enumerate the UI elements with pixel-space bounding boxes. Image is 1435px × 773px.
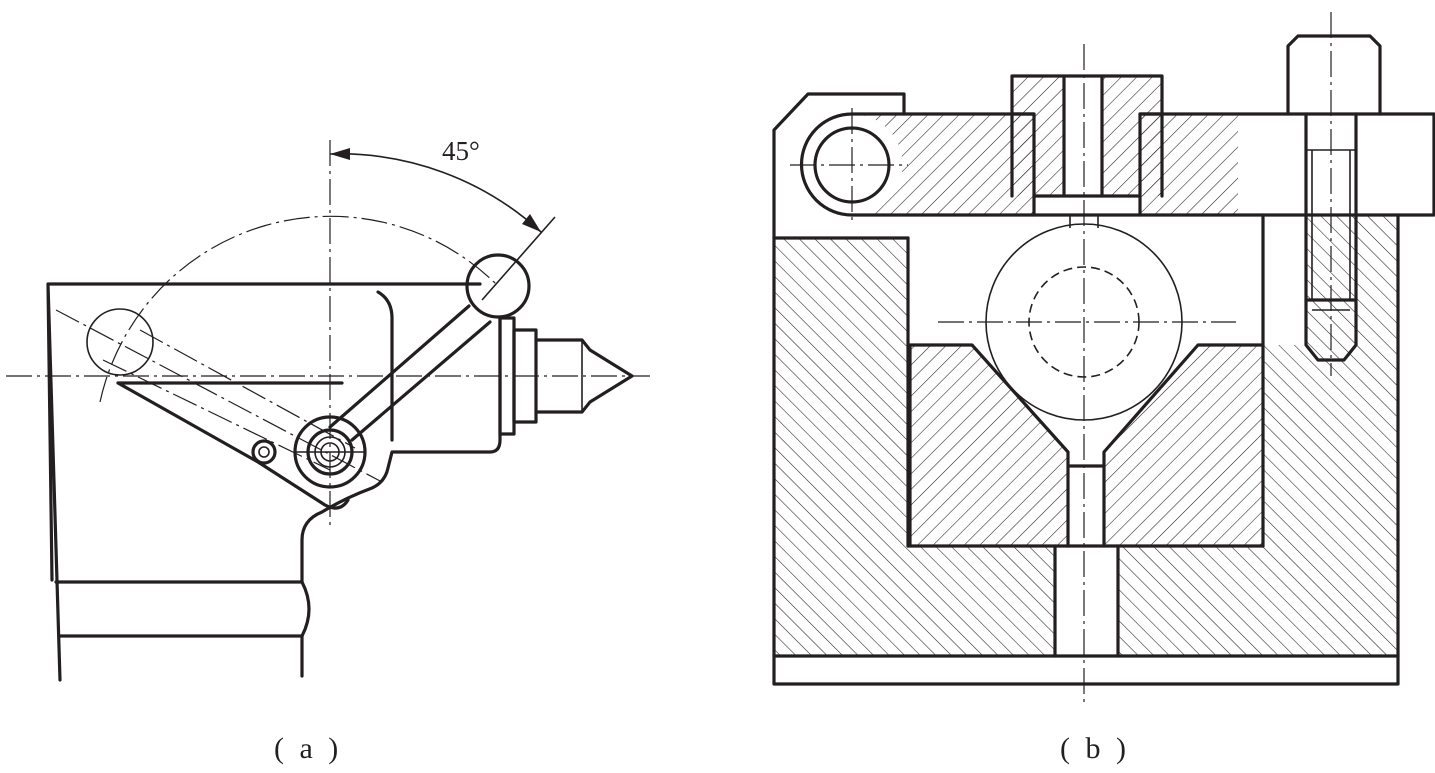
- lever-original-centerline: [55, 309, 383, 483]
- body-right-hatch: [1118, 215, 1398, 656]
- figure-b: ( b ): [772, 12, 1435, 765]
- body-outline: [772, 213, 1400, 686]
- lever-original-edge-2: [102, 359, 331, 471]
- knob-original-position: [86, 308, 154, 376]
- cap-screw-shank: [1304, 112, 1358, 362]
- nut-left-hatch: [1012, 76, 1064, 196]
- housing-right-contour: [300, 316, 502, 584]
- cap-screw-head: [1286, 34, 1382, 116]
- housing-inner-contour: [376, 290, 394, 442]
- guide-slot: [116, 381, 350, 510]
- vblock-left-hatch: [910, 345, 1068, 546]
- screw-hole-clear: [1264, 215, 1306, 345]
- lever-arm-edge-1: [328, 304, 471, 429]
- angle-arrow-left: [330, 148, 350, 160]
- pivot-outer: [293, 415, 367, 489]
- housing-outline: [46, 282, 482, 682]
- clamp-plate-left: [850, 112, 1036, 217]
- clamp-nut: [1010, 74, 1164, 198]
- caption-b: ( b ): [1060, 732, 1130, 765]
- lever-knob: [465, 253, 531, 319]
- housing-band-curve: [300, 580, 311, 638]
- lever-original-edge-1: [139, 329, 356, 449]
- nut-right-hatch: [1102, 76, 1162, 196]
- body-left-hatch: [774, 238, 1055, 656]
- angle-label: 45°: [442, 136, 480, 166]
- pin-outer: [251, 439, 277, 465]
- angle-dimension-arc: [329, 153, 542, 233]
- swing-arc: [99, 215, 499, 403]
- lever-arm-edge-2: [350, 320, 492, 442]
- clamp-plate-right: [1138, 112, 1435, 217]
- figure-a: 45° ( a ): [6, 136, 650, 765]
- vblock-right-hatch: [1104, 345, 1263, 546]
- angle-arrow-right: [522, 214, 541, 232]
- pin-inner: [258, 446, 270, 458]
- angle-extension-line: [481, 216, 556, 301]
- hinge-bracket: [772, 92, 906, 240]
- clamp-left-hatch: [852, 114, 1034, 215]
- caption-a: ( a ): [274, 732, 342, 765]
